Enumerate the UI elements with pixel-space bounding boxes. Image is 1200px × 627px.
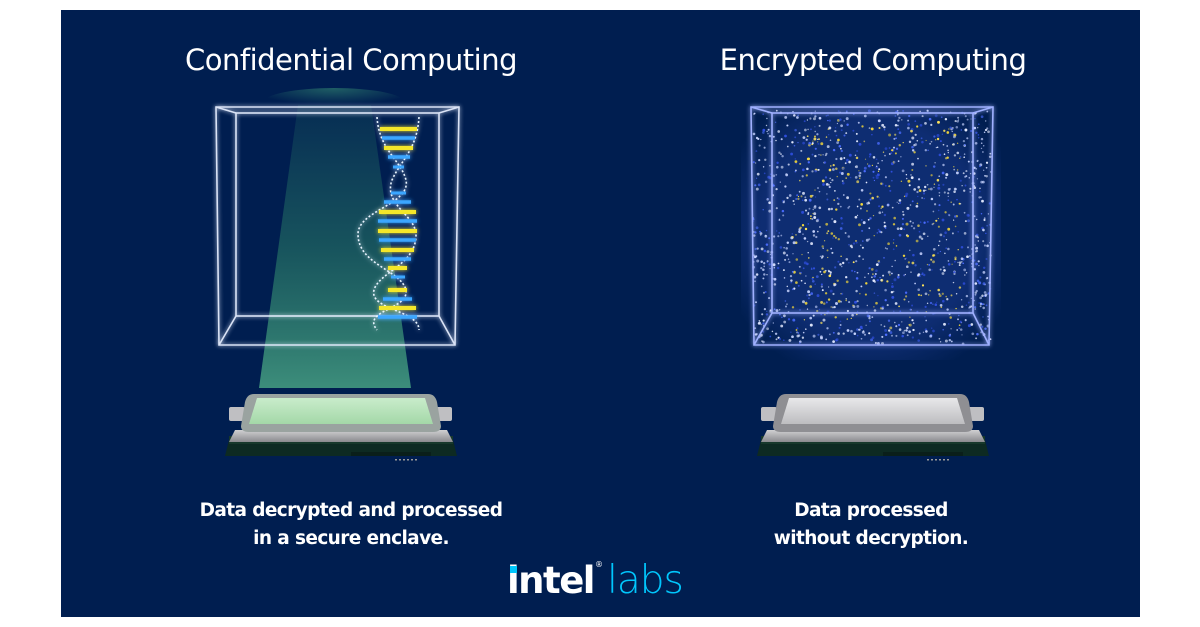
caption-line-1: Data processed xyxy=(794,500,948,521)
brand-text: intel xyxy=(507,559,596,602)
intel-wordmark: intel xyxy=(507,559,596,602)
cpu-chip-left xyxy=(225,394,457,461)
secure-enclave-beam xyxy=(259,88,411,388)
cube-halo xyxy=(741,100,1001,360)
caption-line-1: Data decrypted and processed xyxy=(199,500,503,521)
encrypted-computing-title: Encrypted Computing xyxy=(719,43,1027,77)
labs-wordmark: labs xyxy=(607,558,684,603)
glass-cube-left xyxy=(215,106,460,346)
infographic-panel: Confidential Computing Encrypted Computi… xyxy=(61,10,1140,617)
caption-line-2: without decryption. xyxy=(773,528,969,549)
dna-helix-icon xyxy=(357,116,420,331)
confidential-computing-title: Confidential Computing xyxy=(185,43,518,77)
registered-mark: ® xyxy=(595,560,603,569)
glass-cube-right xyxy=(750,106,994,346)
confidential-computing-caption: Data decrypted and processed in a secure… xyxy=(151,497,551,553)
encrypted-computing-caption: Data processed without decryption. xyxy=(721,497,1021,553)
intel-labs-logo: intel ® labs xyxy=(507,558,684,604)
illustrations xyxy=(215,88,1001,461)
caption-line-2: in a secure enclave. xyxy=(253,528,449,549)
intel-dot-accent xyxy=(510,566,517,573)
cpu-chip-right xyxy=(757,394,989,461)
